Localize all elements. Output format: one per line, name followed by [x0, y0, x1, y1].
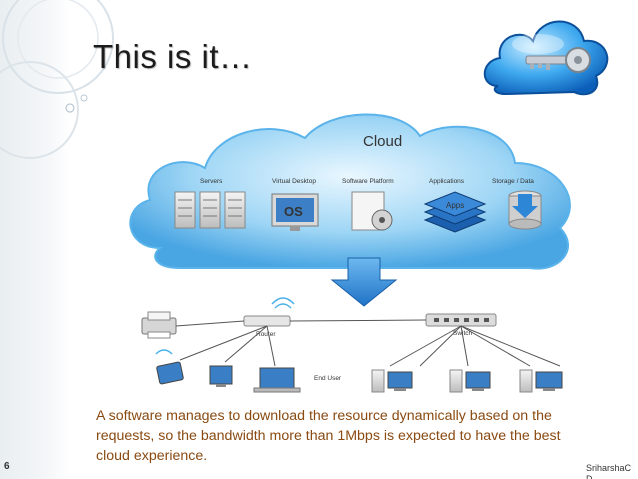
network-lines — [175, 319, 561, 367]
cloud-network-diagram: Cloud Servers Virtual Desktop Software P… — [129, 113, 571, 393]
category-label: Virtual Desktop — [272, 178, 316, 185]
printer-icon — [141, 311, 177, 339]
author-name-overflow: D — [586, 474, 593, 479]
body-text: A software manages to download the resou… — [96, 408, 561, 464]
decorative-circles — [0, 0, 114, 159]
svg-text:Apps: Apps — [446, 201, 464, 210]
desktop-icon — [209, 365, 233, 387]
left-band — [0, 0, 70, 479]
os-label: OS — [284, 204, 303, 219]
cloud-key-icon — [483, 20, 609, 96]
laptop-icon — [253, 367, 301, 393]
download-arrow-icon — [330, 257, 398, 307]
category-label: Applications — [429, 178, 465, 185]
cloud-label: Cloud — [363, 133, 402, 150]
category-label: Storage / Data — [492, 178, 534, 185]
switch-icon: Switch — [425, 313, 497, 337]
apps-stack-icon: Apps — [423, 191, 487, 233]
server-icon — [174, 191, 246, 229]
author-name: SriharshaC — [586, 463, 632, 473]
router-label: Router — [256, 331, 276, 338]
software-box-icon — [351, 191, 393, 231]
end-user-label: End User — [314, 375, 342, 382]
tablet-icon — [155, 349, 184, 385]
desktop-icon — [449, 369, 491, 393]
desktop-icon — [519, 369, 563, 393]
cloud-shape — [129, 113, 571, 270]
os-monitor-icon: OS — [271, 193, 319, 231]
slide-number: 6 — [4, 461, 10, 472]
storage-icon — [508, 190, 542, 230]
category-label: Software Platform — [342, 178, 394, 185]
desktop-icon — [371, 369, 413, 393]
slide-title: This is it… — [93, 38, 253, 75]
category-label: Servers — [200, 178, 223, 185]
